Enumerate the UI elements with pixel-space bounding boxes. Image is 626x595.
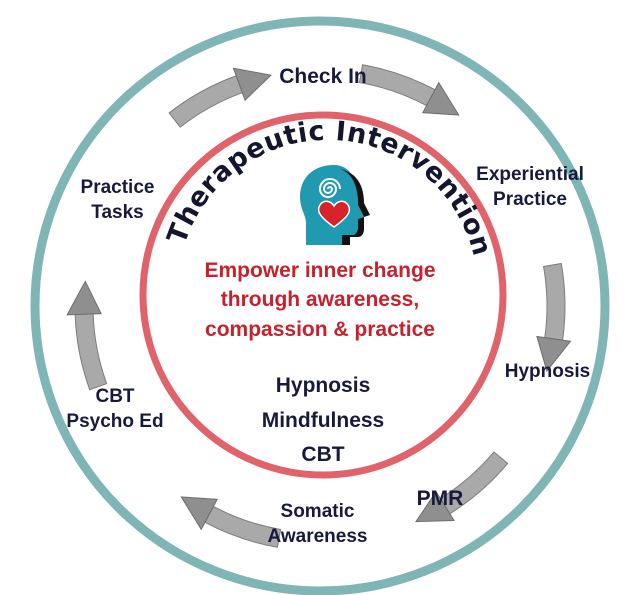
step-label: Somatic: [280, 501, 355, 522]
heart-icon: [317, 200, 351, 228]
center-tagline: Empower inner change through awareness, …: [190, 256, 450, 344]
cycle-arrow-icon: [168, 75, 244, 128]
step-label: Check In: [279, 65, 367, 88]
step-label: Awareness: [267, 525, 368, 547]
cycle-arrow-head-icon: [422, 81, 460, 116]
cycle-arrow-head-icon: [232, 67, 272, 102]
spiral-icon: [318, 178, 341, 198]
tagline-line: Empower inner change: [204, 259, 436, 282]
cycle-arrow-head-icon: [66, 280, 102, 316]
cycle-arrow-icon: [74, 313, 108, 391]
step-label: Tasks: [91, 201, 144, 223]
cycle-arrow-head-icon: [180, 496, 218, 531]
modality-item: Hypnosis: [275, 374, 371, 397]
inner-ring: [139, 111, 507, 479]
head-profile-icon: [300, 165, 370, 245]
tagline-line: compassion & practice: [205, 317, 435, 341]
outer-ring: [30, 16, 610, 595]
step-somatic-awareness: Somatic Awareness: [240, 500, 395, 549]
step-label: CBT: [95, 386, 135, 407]
step-label: Psycho Ed: [66, 410, 164, 432]
step-practice-tasks: Practice Tasks: [55, 176, 180, 225]
step-check-in: Check In: [248, 63, 398, 90]
step-experiential-practice: Experiential Practice: [455, 163, 605, 212]
cycle-arrow-icon: [542, 262, 566, 341]
center-modalities: Hypnosis Mindfulness CBT: [228, 369, 418, 473]
step-cbt-psycho-ed: CBT Psycho Ed: [45, 385, 185, 434]
step-label: Hypnosis: [504, 361, 591, 382]
step-label: Practice: [493, 188, 567, 210]
tagline-line: through awareness,: [220, 288, 420, 312]
step-label: Practice: [80, 177, 155, 198]
step-pmr: PMR: [395, 485, 485, 512]
cycle-arrow-head-icon: [536, 335, 572, 373]
step-label: Experiential: [476, 164, 584, 185]
cycle-arrow-head-icon: [415, 490, 455, 523]
step-hypnosis: Hypnosis: [490, 360, 605, 385]
modality-item: CBT: [301, 443, 345, 467]
step-label: PMR: [416, 487, 464, 510]
modality-item: Mindfulness: [261, 408, 385, 432]
